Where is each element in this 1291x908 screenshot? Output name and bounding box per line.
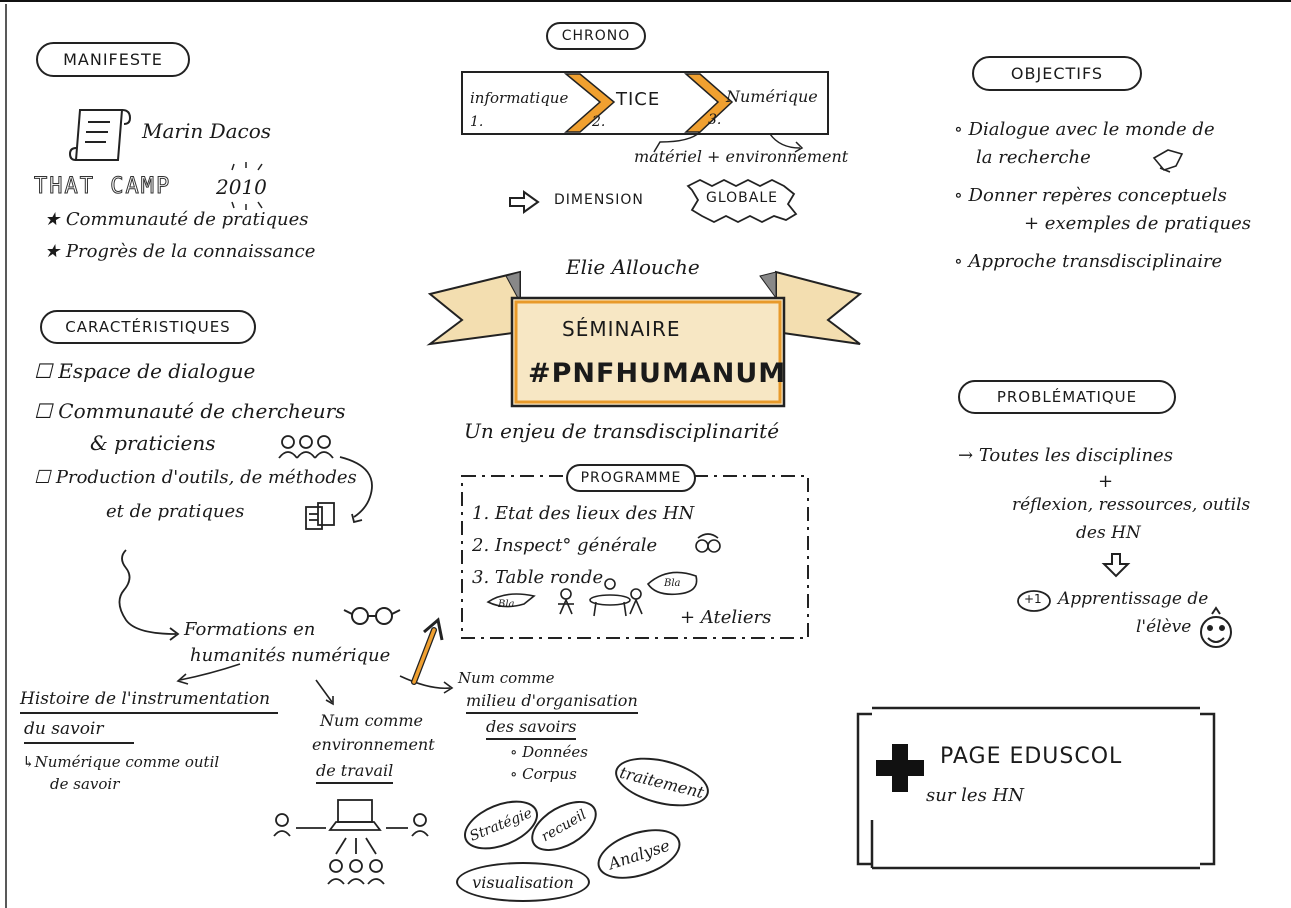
scroll-icon xyxy=(68,109,132,161)
objectif-2-line-1: ∘ Donner repères conceptuels xyxy=(954,185,1227,206)
objectif-2-line-2: + exemples de pratiques xyxy=(1024,213,1251,234)
programme-ateliers: + Ateliers xyxy=(680,607,772,628)
workspace-icon xyxy=(273,799,429,885)
banner-title: SÉMINAIRE xyxy=(562,317,681,341)
orange-arrow xyxy=(411,617,444,685)
chrono-step-3: Numérique xyxy=(726,87,818,106)
environnement-line-3: de travail xyxy=(316,761,394,785)
problematique-badge: +1 xyxy=(1024,592,1042,606)
caracteristique-item-2b: & praticiens xyxy=(90,431,216,455)
problematique-line-2: réflexion, ressources, outils xyxy=(1012,495,1251,515)
manifeste-author: Marin Dacos xyxy=(142,119,272,143)
chrono-step-3-num: 3. xyxy=(708,112,722,128)
caracteristique-item-3b: et de pratiques xyxy=(106,501,245,522)
speaker-name: Elie Allouche xyxy=(566,255,700,279)
milieu-line-3: des savoirs xyxy=(486,717,577,741)
programme-bla-2: Bla xyxy=(664,578,681,589)
formations-title-1: Formations en xyxy=(184,619,316,640)
environnement-line-2: environnement xyxy=(312,735,435,754)
problematique-line-3: des HN xyxy=(1076,523,1141,543)
manifeste-bullet-1: ★ Communauté de pratiques xyxy=(44,209,309,230)
objectif-1-line-1: ∘ Dialogue avec le monde de xyxy=(954,119,1215,140)
problematique-title: PROBLÉMATIQUE xyxy=(958,380,1176,414)
center-subtitle: Un enjeu de transdisciplinarité xyxy=(464,419,780,443)
caracteristique-item-1: ☐ Espace de dialogue xyxy=(34,359,256,383)
chrono-sub-label: matériel + environnement xyxy=(634,147,849,166)
manifeste-event: THAT CAMP xyxy=(33,173,172,199)
programme-title: PROGRAMME xyxy=(566,464,696,492)
problematique-result-1: Apprentissage de xyxy=(1058,589,1209,609)
milieu-item-2: ∘ Corpus xyxy=(510,765,577,783)
milieu-item-1: ∘ Données xyxy=(510,743,588,761)
eduscol-title[interactable]: PAGE EDUSCOL xyxy=(940,744,1123,769)
people-icon xyxy=(278,435,334,459)
caracteristique-item-3: ☐ Production d'outils, de méthodes xyxy=(34,467,357,488)
chrono-step-1: informatique xyxy=(470,89,569,107)
environnement-line-1: Num comme xyxy=(320,711,423,730)
eduscol-subtitle: sur les HN xyxy=(926,785,1024,806)
chrono-title: CHRONO xyxy=(546,22,646,50)
glasses-icon xyxy=(343,607,401,625)
binoculars-icon xyxy=(695,533,721,553)
programme-item-2: 2. Inspect° générale xyxy=(472,535,658,556)
manifeste-title: MANIFESTE xyxy=(36,42,190,77)
histoire-note-2: de savoir xyxy=(50,775,120,793)
smiley-icon xyxy=(1200,606,1232,648)
chrono-dimension: DIMENSION xyxy=(554,192,644,208)
handshake-icon xyxy=(1152,149,1184,173)
eduscol-frame xyxy=(856,706,1216,870)
manifeste-bullet-2: ★ Progrès de la connaissance xyxy=(44,241,316,262)
chrono-step-2: TICE xyxy=(616,89,661,110)
histoire-line-2: du savoir xyxy=(24,719,134,744)
histoire-note-1: ↳Numérique comme outil xyxy=(22,753,220,771)
objectif-3-line-1: ∘ Approche transdisciplinaire xyxy=(954,251,1223,272)
chrono-step-2-num: 2. xyxy=(592,114,606,130)
milieu-line-1: Num comme xyxy=(458,669,555,687)
bubble-visualisation: visualisation xyxy=(456,862,590,902)
chrono-step-1-num: 1. xyxy=(470,114,484,130)
programme-item-1: 1. Etat des lieux des HN xyxy=(472,503,695,524)
problematique-plus: + xyxy=(1098,471,1114,492)
milieu-line-2: milieu d'organisation xyxy=(466,691,638,715)
seminar-banner xyxy=(426,270,863,408)
programme-bla-1: Bla xyxy=(498,599,515,610)
problematique-result-2: l'élève xyxy=(1136,617,1192,637)
caracteristiques-title: CARACTÉRISTIQUES xyxy=(40,310,256,344)
histoire-line-1: Histoire de l'instrumentation xyxy=(20,689,278,714)
chrono-globale: GLOBALE xyxy=(706,190,778,206)
objectif-1-line-2: la recherche xyxy=(976,147,1091,168)
banner-hashtag: #PNFHUMANUM xyxy=(528,358,787,389)
document-icon xyxy=(305,502,335,530)
manifeste-year: 2010 xyxy=(216,175,267,199)
round-table-icon xyxy=(486,571,698,617)
caracteristique-item-2: ☐ Communauté de chercheurs xyxy=(34,399,346,423)
objectifs-title: OBJECTIFS xyxy=(972,56,1142,91)
programme-item-3: 3. Table ronde xyxy=(472,567,604,588)
problematique-line-1: → Toutes les disciplines xyxy=(958,445,1173,466)
plus-cross-icon xyxy=(876,744,924,792)
formations-title-2: humanités numérique xyxy=(190,645,391,666)
